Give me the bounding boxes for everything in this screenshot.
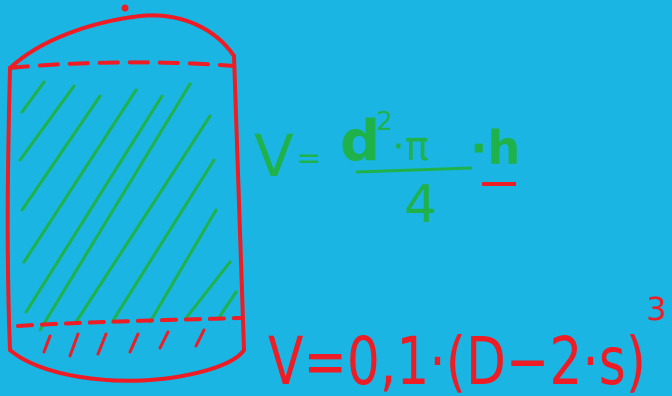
- top-point: [121, 4, 129, 12]
- formula1-denominator: 4: [404, 175, 437, 235]
- cylinder-top-arc: [8, 13, 236, 70]
- formula1-equals: =: [296, 141, 321, 176]
- volume-formula-approx: V=0,1·(D−2·s) 3: [268, 290, 666, 396]
- hatch-line: [184, 260, 232, 320]
- formula2-expression: V=0,1·(D−2·s): [268, 323, 646, 396]
- cylinder-hatching: [18, 80, 238, 332]
- hatch-line: [110, 158, 216, 324]
- formula1-exponent: 2: [376, 107, 393, 137]
- volume-formula-cylinder: V = d 2 ·π 4 ·h: [254, 107, 520, 235]
- formula1-height: ·h: [470, 121, 520, 175]
- cylinder-bottom-arc: [8, 348, 246, 383]
- hatch-line: [22, 88, 138, 264]
- cylinder-bottom-dashed-edge: [16, 316, 242, 328]
- fraction-bar: [355, 166, 473, 174]
- bottom-tick-marks: [42, 328, 206, 358]
- cylinder-outline: [5, 4, 246, 383]
- hatch-line: [74, 114, 212, 324]
- formula2-exponent: 3: [646, 290, 666, 328]
- hatch-line: [38, 82, 192, 332]
- cylinder-right-edge: [232, 54, 246, 352]
- formula1-lhs: V: [254, 122, 294, 190]
- formula1-diameter: d: [340, 109, 380, 174]
- hatch-line: [18, 84, 76, 162]
- formula1-pi: ·π: [392, 124, 429, 170]
- hatch-line: [218, 290, 238, 318]
- hatch-line: [148, 208, 218, 324]
- hatch-line: [24, 94, 164, 314]
- cylinder-left-edge: [5, 66, 12, 352]
- cylinder-top-dashed-edge: [8, 60, 236, 70]
- hatch-line: [20, 80, 46, 114]
- hatch-line: [20, 94, 102, 212]
